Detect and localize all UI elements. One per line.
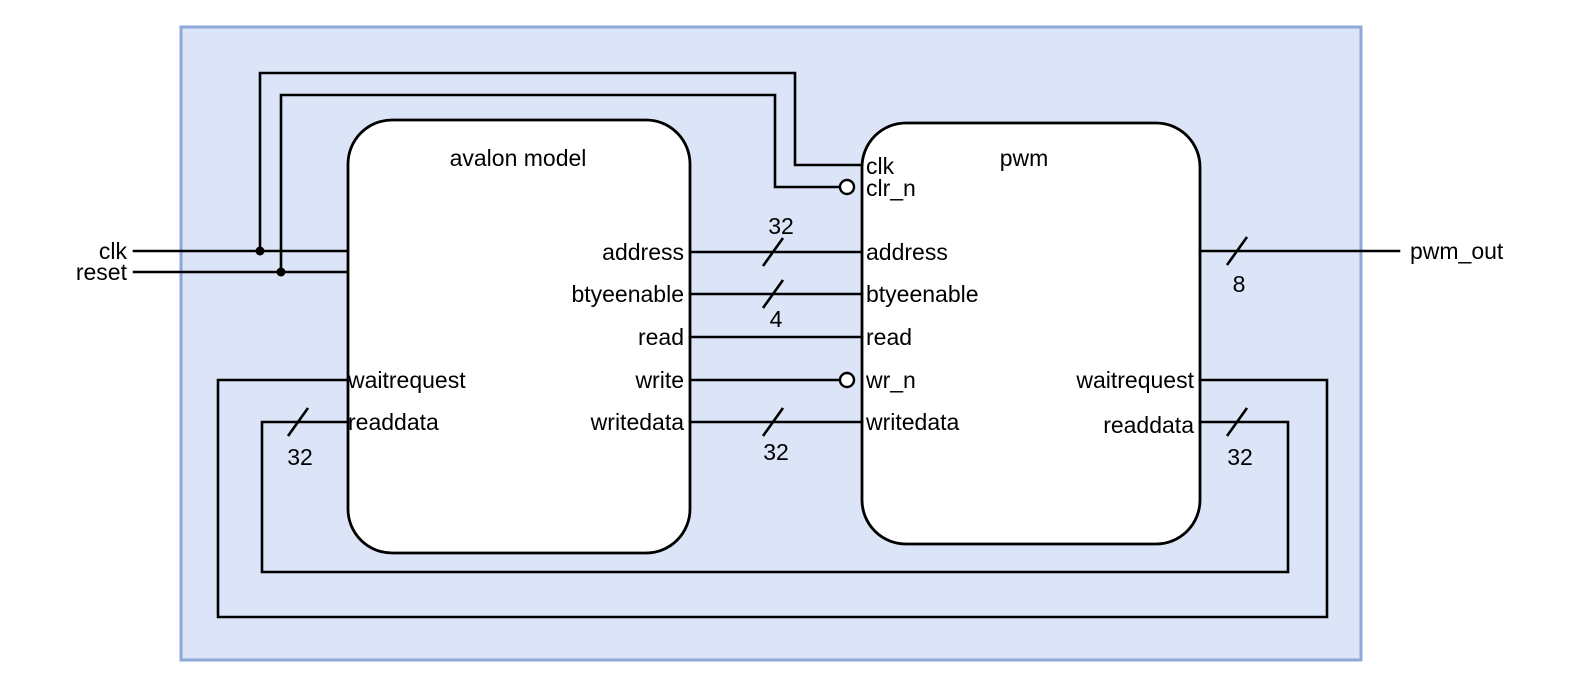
pin-label-pwm-btyeenable: btyeenable [866, 281, 979, 307]
pin-label-pwm-clr-n: clr_n [866, 175, 916, 201]
pin-label-avalon-btyeenable: btyeenable [571, 281, 684, 307]
pin-label-avalon-waitrequest: waitrequest [347, 367, 466, 393]
bus-width-label-avalon-readdata: 32 [287, 444, 313, 470]
bus-width-label-btyeenable: 4 [770, 306, 783, 332]
wire-readdata-feedback [260, 420, 1290, 574]
inversion-bubble-clr-n [838, 178, 856, 196]
bus-slash-avalon-readdata [286, 407, 310, 437]
pin-label-pwm-address: address [866, 239, 948, 265]
pin-label-pwm-read: read [866, 324, 912, 350]
bus-slash-pwm-out [1225, 236, 1249, 266]
block-pwm[interactable] [860, 121, 1202, 546]
wire-waitrequest-feedback [216, 378, 1329, 619]
pin-label-avalon-address: address [602, 239, 684, 265]
port-label-pwm-out: pwm_out [1410, 238, 1504, 264]
port-label-reset: reset [76, 259, 128, 285]
bus-width-label-address: 32 [768, 213, 794, 239]
bus-slash-pwm-readdata [1225, 407, 1249, 437]
bus-slash-address [761, 237, 785, 267]
junction-dot-clk [255, 246, 265, 256]
pin-label-avalon-writedata: writedata [590, 409, 685, 435]
pin-label-pwm-writedata: writedata [865, 409, 960, 435]
wire-clk-to-pwm [258, 71, 864, 253]
block-title-avalon-model: avalon model [450, 145, 587, 171]
pin-label-pwm-waitrequest: waitrequest [1075, 367, 1194, 393]
bus-width-label-pwm-readdata: 32 [1227, 444, 1253, 470]
pin-label-pwm-wr-n: wr_n [865, 367, 916, 393]
bus-slash-btyeenable [761, 279, 785, 309]
wire-reset-to-pwm-clrn [279, 93, 840, 274]
pin-label-avalon-readdata: readdata [348, 409, 439, 435]
inversion-bubble-wr-n [838, 371, 856, 389]
block-title-pwm: pwm [1000, 145, 1049, 171]
pin-label-avalon-read: read [638, 324, 684, 350]
bus-slash-writedata [761, 407, 785, 437]
bus-width-label-pwm-out: 8 [1233, 271, 1246, 297]
pin-label-pwm-clk: clk [866, 153, 895, 179]
port-label-clk: clk [99, 238, 128, 264]
pin-label-pwm-readdata: readdata [1103, 412, 1194, 438]
bus-width-label-writedata: 32 [763, 439, 789, 465]
junction-dot-reset [276, 267, 286, 277]
pin-label-avalon-write: write [634, 367, 684, 393]
